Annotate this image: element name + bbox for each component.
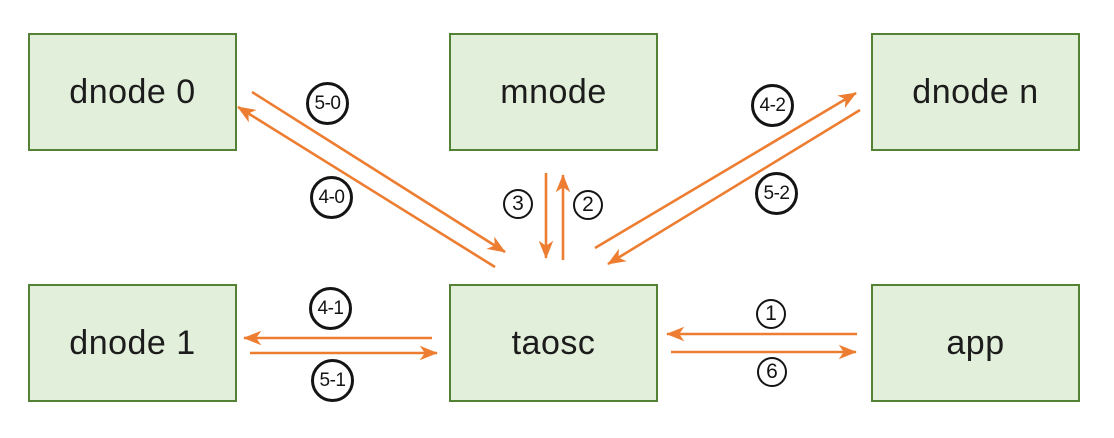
node-dnoden: dnode n xyxy=(871,33,1080,151)
node-app-label: app xyxy=(946,323,1005,362)
edge-label-1: 1 xyxy=(756,299,786,329)
edge-label-4-0: 4-0 xyxy=(310,176,353,219)
node-mnode: mnode xyxy=(449,33,658,151)
edge-label-5-1: 5-1 xyxy=(311,359,354,402)
edge-label-6: 6 xyxy=(757,357,787,387)
edge-label-4-1: 4-1 xyxy=(309,287,352,330)
arrow-taosc-to-dnoden xyxy=(594,91,857,250)
node-app: app xyxy=(871,284,1080,402)
arrow-dnoden-to-taosc xyxy=(607,108,861,266)
edge-label-5-0: 5-0 xyxy=(306,82,349,125)
edge-label-5-2: 5-2 xyxy=(755,172,798,215)
edge-label-3: 3 xyxy=(503,189,533,219)
node-dnode1: dnode 1 xyxy=(28,284,237,402)
arrow-taosc-to-dnode0 xyxy=(237,105,496,269)
arrow-dnode0-to-taosc xyxy=(251,90,506,254)
edge-label-4-2: 4-2 xyxy=(751,84,794,127)
node-dnode0-label: dnode 0 xyxy=(69,72,196,111)
node-taosc-label: taosc xyxy=(511,323,596,362)
node-dnode1-label: dnode 1 xyxy=(69,323,196,362)
node-dnode0: dnode 0 xyxy=(28,33,237,151)
node-mnode-label: mnode xyxy=(500,72,607,111)
node-dnoden-label: dnode n xyxy=(912,72,1039,111)
node-taosc: taosc xyxy=(449,284,658,402)
edge-label-2: 2 xyxy=(573,190,603,220)
